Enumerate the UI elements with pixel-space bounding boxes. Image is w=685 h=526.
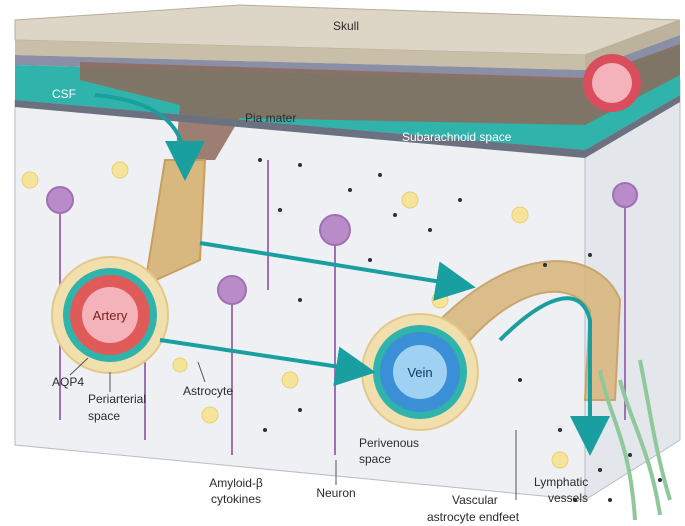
- periarterial-label-line2: space: [88, 409, 120, 423]
- vein-lumen: [393, 345, 447, 399]
- amyloid-label-line2: cytokines: [211, 492, 261, 506]
- astrocyte-label: Astrocyte: [183, 384, 233, 398]
- csf-label: CSF: [52, 87, 76, 101]
- lymphatic-label-line2: vessels: [548, 491, 588, 505]
- leader-lines: [69, 357, 517, 500]
- skull-label: Skull: [333, 19, 359, 33]
- astrocyte: [21, 161, 569, 469]
- perivenous-flow-arrow: [498, 296, 610, 456]
- pia-mater-label: Pia mater: [245, 111, 296, 125]
- csf-flow-arrow: [94, 93, 205, 181]
- interstitial-flow-arrow-upper: [199, 241, 476, 301]
- endfeet-label-line1: Vascular: [452, 493, 498, 507]
- aqp4-label: AQP4: [52, 375, 84, 389]
- vein-curving-vessel: [438, 260, 622, 401]
- vein-label: Vein: [407, 365, 432, 380]
- skull-vessel-inner: [592, 63, 632, 103]
- neuron: [46, 160, 638, 455]
- lymphatic-label-line1: Lymphatic: [534, 475, 588, 489]
- lymphatic-vessels: [598, 359, 672, 521]
- skull-front: [15, 40, 585, 70]
- neuron-label: Neuron: [316, 486, 355, 500]
- amyloid-label-line1: Amyloid-β: [209, 476, 263, 490]
- interstitial-flow-arrow-lower: [159, 338, 376, 387]
- brown-sinus: [80, 44, 680, 160]
- endfeet-label-line2: astrocyte endfeet: [427, 510, 520, 524]
- perivenous-label-line2: space: [359, 452, 391, 466]
- subarachnoid-space-label: Subarachnoid space: [402, 130, 512, 144]
- periarterial-label-line1: Periarterial: [88, 392, 146, 406]
- artery-lumen: [82, 287, 138, 343]
- perivenous-label-line1: Perivenous: [359, 436, 419, 450]
- artery-label: Artery: [93, 308, 128, 323]
- amyloid-dots: [258, 158, 662, 502]
